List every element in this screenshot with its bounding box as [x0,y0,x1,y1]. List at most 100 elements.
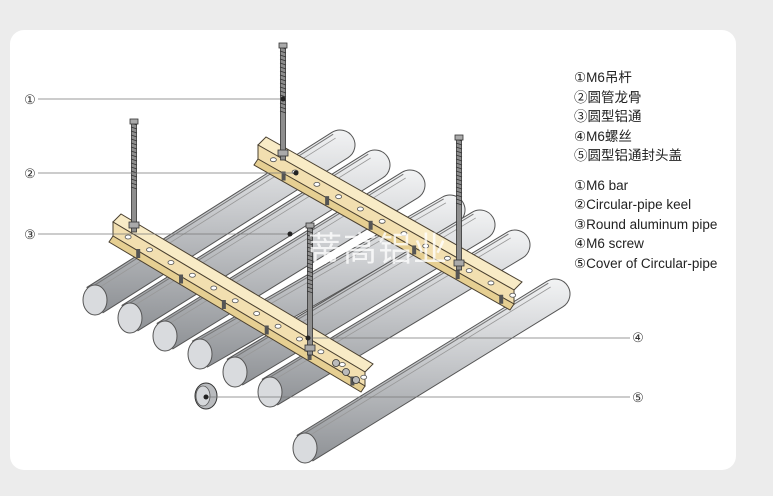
m6-bar [128,118,140,233]
legend-cn-2: ②圆管龙骨 [574,89,642,105]
leader-dot [203,394,209,400]
rod-thread [306,234,314,238]
rod-thread [130,182,138,186]
pipe-slot [298,282,549,438]
rod-thread [130,178,138,182]
keel-screw [136,249,141,258]
rod-nut [129,118,139,125]
legend-en-1: ①M6 bar [574,177,629,193]
rod-thread [455,146,463,150]
leader-dot [305,335,311,341]
keel-screw [221,300,226,309]
legend-en-2: ②Circular-pipe keel [574,197,692,212]
keel-screw [412,245,417,255]
legend: ①M6吊杆 ②圆管龙骨 ③圆型铝通 ④M6螺丝 ⑤圆型铝通封头盖 ①M6 bar… [574,68,717,273]
rod-thread [455,162,463,166]
legend-cn-1: ①M6吊杆 [574,70,632,85]
legend-en-5: ⑤Cover of Circular-pipe [574,255,718,271]
rod-thread [279,62,287,66]
keel-slot [296,336,303,342]
keel-slot [210,285,218,291]
keel-slot [274,323,282,329]
pipe [292,278,571,464]
rod-thread [130,174,138,178]
rod-thread [279,102,287,106]
rod-thread [130,150,138,154]
rod-thread [130,126,138,130]
rod-thread [306,278,314,282]
keel-slot [317,349,325,355]
m6-bar [277,42,289,161]
rod-thread [455,194,463,198]
callout-leaders [38,96,630,400]
keel-screw [307,351,312,360]
legend-cn-4: ④M6螺丝 [574,128,632,144]
rod-thread [455,154,463,158]
keel-slot [338,362,346,367]
rod-thread [130,146,138,150]
rod-nut [304,344,316,352]
rod-thread [306,230,314,234]
rod-thread [130,166,138,170]
rod-thread [306,262,314,266]
legend-cn-3: ③圆型铝通 [574,109,642,124]
legend-en-4: ④M6 screw [574,236,644,251]
rod-thread [455,158,463,162]
rod-thread [306,274,314,278]
rod-thread [306,290,314,294]
keel-slot [356,206,364,212]
m6-screw [332,359,340,367]
keel-slot [146,247,153,253]
keel-screw [325,196,330,206]
rod-thread [279,94,287,98]
callout-labels: ① ② ③ ④ ⑤ [24,92,644,405]
rod-thread [455,166,463,170]
circular-pipe-keels [108,136,523,393]
m6-bar [304,222,316,356]
rod-thread [279,74,287,78]
pipe-end [222,356,248,388]
callout-1: ① [24,92,36,107]
keel-slot [444,255,451,261]
keel-slot [360,374,368,380]
rod-nut [305,222,315,229]
keel-slot [378,218,386,224]
rod-thread [130,162,138,166]
legend-cn-5: ⑤圆型铝通封头盖 [574,148,682,163]
rod-thread [279,70,287,74]
rod-thread [306,266,314,270]
rod-thread [279,66,287,70]
rod-thread [306,250,314,254]
rod-thread [130,130,138,134]
rod-thread [455,174,463,178]
pipe-body [296,278,571,462]
pipe-slot [300,286,551,442]
rod-thread [306,270,314,274]
keel-screw [179,274,184,284]
keel-screw [281,171,286,181]
m6-screw [342,368,350,376]
rod-thread [279,90,287,94]
legend-en-3: ③Round aluminum pipe [574,216,718,232]
rod-thread [306,286,314,290]
rod-thread [306,254,314,258]
rod-thread [130,138,138,142]
pipe-end [152,320,178,352]
pipe-end [187,338,213,370]
m6-screw [352,376,360,384]
cap-face [195,385,211,407]
rod-thread [306,282,314,286]
rod-thread [279,82,287,86]
keel-slot [422,243,430,249]
rod-thread [130,134,138,138]
rod-thread [455,170,463,174]
keel-lip [253,158,515,311]
rod-thread [455,186,463,190]
rod-thread [130,186,138,190]
rod-thread [455,190,463,194]
keel-screw [264,325,269,335]
rod-thread [130,154,138,158]
rod-nut [453,259,465,267]
keel-slot [167,260,175,265]
keel-slot [253,311,261,316]
